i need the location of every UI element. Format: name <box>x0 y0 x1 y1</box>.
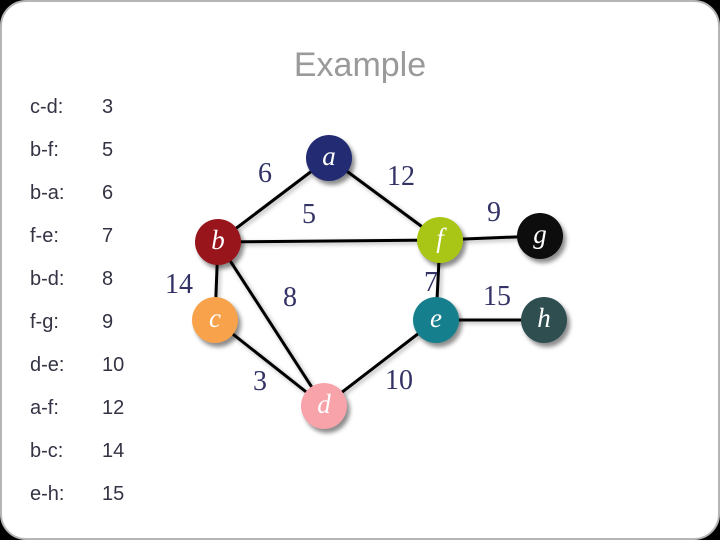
edge-pair-label: e-h: <box>30 483 65 505</box>
edge-pair-label: c-d: <box>30 96 64 118</box>
edge-weight-value: 3 <box>102 96 114 118</box>
edge-pair-label: b-f: <box>30 139 59 161</box>
edge-weight-row: c-d: 3 <box>30 86 124 129</box>
edge-pair-label: d-e: <box>30 354 65 376</box>
edge-pair-label: b-a: <box>30 182 65 204</box>
edge-weight-row: d-e: 10 <box>30 344 124 387</box>
edge-weight-b-d: 8 <box>283 282 297 313</box>
graph-node-b: b <box>195 219 241 265</box>
edge-weight-c-d: 3 <box>253 366 267 397</box>
edge-weight-b-f: 5 <box>302 199 316 230</box>
graph-node-f: f <box>417 217 463 263</box>
edge-weight-row: f-e: 7 <box>30 215 124 258</box>
edge-weight-a-f: 12 <box>387 161 415 192</box>
edge-weight-row: b-f: 5 <box>30 129 124 172</box>
graph-node-d: d <box>301 383 347 429</box>
edge-weight-value: 5 <box>102 139 114 161</box>
edge-weight-value: 7 <box>102 225 114 247</box>
slide-title: Example <box>293 46 427 84</box>
edge-weight-row: b-d: 8 <box>30 258 124 301</box>
edge-weight-row: b-c: 14 <box>30 430 124 473</box>
graph-node-h: h <box>521 297 567 343</box>
edge-weight-value: 6 <box>102 182 114 204</box>
graph-node-a: a <box>306 135 352 181</box>
edge-weight-row: b-a: 6 <box>30 172 124 215</box>
edge-weight-value: 9 <box>102 311 114 333</box>
edge-weight-value: 8 <box>102 268 114 290</box>
edge-pair-label: b-d: <box>30 268 65 290</box>
edge-pair-label: a-f: <box>30 397 59 419</box>
edge-weight-a-b: 6 <box>258 158 272 189</box>
edge-weight-row: f-g: 9 <box>30 301 124 344</box>
edge-weight-b-c: 14 <box>165 269 193 300</box>
edge-pair-label: f-g: <box>30 311 59 333</box>
edge-weight-f-g: 9 <box>487 197 501 228</box>
edge-b-f <box>217 238 441 244</box>
edge-weight-row: e-h: 15 <box>30 473 124 516</box>
edge-pair-label: b-c: <box>30 440 64 462</box>
graph-node-g: g <box>517 213 563 259</box>
edge-weight-value: 10 <box>102 354 125 376</box>
edge-weight-list: c-d: 3 b-f: 5 b-a: 6 f-e: 7 b-d: 8 f-g: 9 d-e: 10 a-f:… <box>30 86 124 516</box>
edge-weight-row: a-f: 12 <box>30 387 124 430</box>
graph-node-c: c <box>192 297 238 343</box>
edge-weight-e-h: 15 <box>483 281 511 312</box>
edge-weight-value: 12 <box>102 397 125 419</box>
edge-weight-value: 14 <box>102 440 125 462</box>
edge-weight-d-e: 10 <box>385 365 413 396</box>
edge-pair-label: f-e: <box>30 225 59 247</box>
graph-node-e: e <box>413 297 459 343</box>
edge-b-d <box>216 241 326 407</box>
edge-weight-value: 15 <box>102 483 125 505</box>
edge-weight-f-e: 7 <box>424 267 438 298</box>
